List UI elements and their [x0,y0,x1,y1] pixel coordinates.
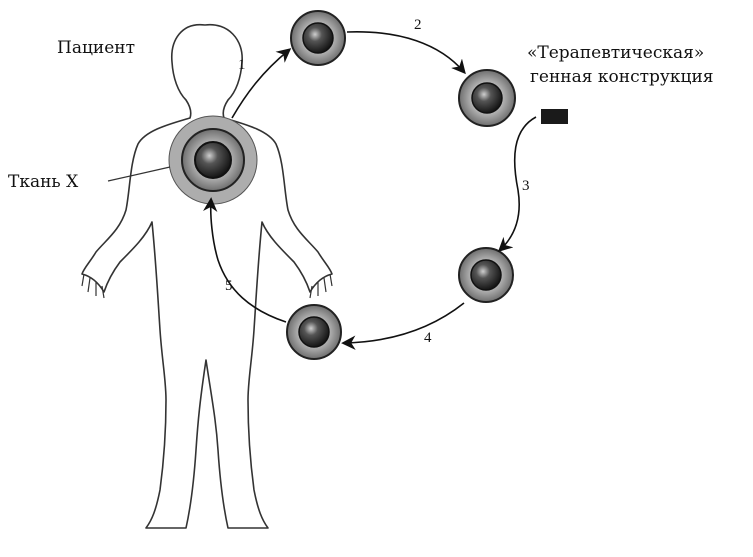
tissue-x-cell-nucleus [195,142,231,178]
cell-cultured-nucleus [472,83,502,113]
arrow-step-4 [344,303,464,343]
patient-body-outline [82,25,332,528]
cell-extracted-nucleus [303,23,333,53]
step-number-1: 1 [238,57,246,74]
gene-construct-label-line2: генная конструкция [530,65,714,89]
step-number-4: 4 [424,330,432,347]
arrow-step-2 [347,32,464,72]
step-number-5: 5 [225,278,233,295]
tissue-x-leader-line [108,167,170,181]
gene-construct-label: «Терапевтическая» генная конструкция [527,41,714,89]
gene-construct-label-line1: «Терапевтическая» [527,41,714,65]
cell-transfected-nucleus [471,260,501,290]
patient-label: Пациент [57,38,135,58]
arrow-step-3 [500,117,536,250]
arrow-step-5 [211,200,286,322]
step-number-3: 3 [522,178,530,195]
step-number-2: 2 [414,17,422,34]
gene-construct-block [541,109,568,124]
tissue-x-label: Ткань X [8,172,78,192]
cell-modified-nucleus [299,317,329,347]
